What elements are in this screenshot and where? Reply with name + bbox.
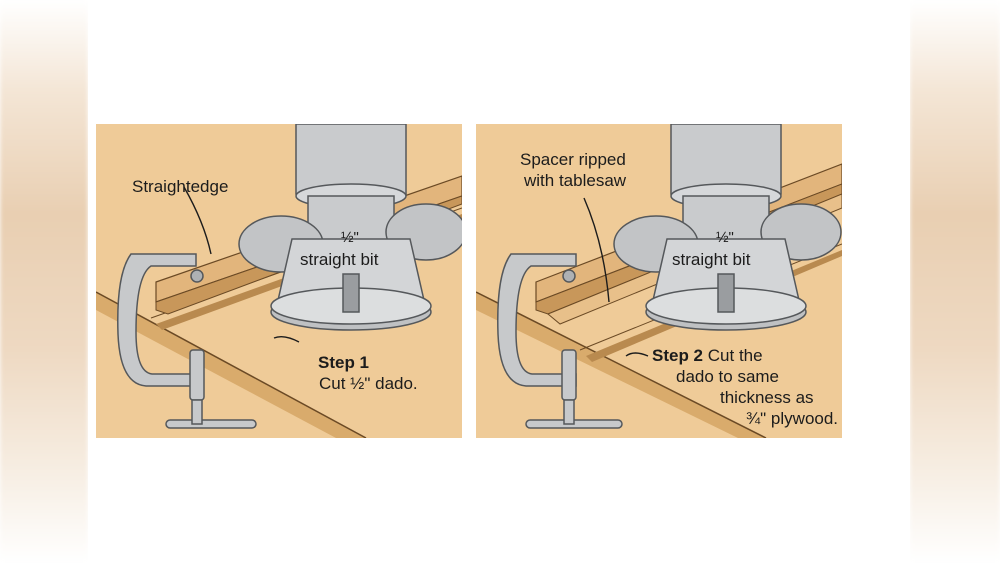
- router: [238, 124, 462, 331]
- step-2-text-line-4: ¾" plywood.: [746, 409, 839, 428]
- router: [613, 124, 842, 331]
- blurred-background-right: [910, 0, 1000, 563]
- step-1-illustration: [96, 124, 462, 438]
- panel-step-1: Straightedge ½" straight bit Step 1 Cut …: [96, 124, 462, 438]
- step-2-illustration: [476, 124, 842, 438]
- c-clamp: [117, 253, 257, 429]
- blurred-background-left: [0, 0, 88, 563]
- c-clamp: [497, 253, 623, 429]
- straight-bit: [717, 273, 735, 313]
- spacer-label-line-2: with tablesaw: [524, 171, 627, 190]
- bit-name-label: straight bit: [672, 250, 751, 269]
- panel-step-2: Spacer ripped with tablesaw ½" straight …: [476, 124, 842, 438]
- straight-bit: [342, 273, 360, 313]
- bit-size-label: ½": [716, 229, 734, 246]
- step-2-text-line-1: Cut the: [707, 346, 763, 365]
- step-1-text: Cut ½" dado.: [319, 374, 418, 393]
- step-2-title: Step 2 Cut the: [652, 346, 763, 365]
- step-2-text-line-2: dado to same: [676, 367, 780, 386]
- spacer-label-line-1: Spacer ripped: [520, 150, 626, 169]
- straightedge-label: Straightedge: [132, 177, 229, 196]
- bit-name-label: straight bit: [300, 250, 379, 269]
- bit-size-label: ½": [341, 229, 359, 246]
- step-1-title: Step 1: [318, 353, 370, 372]
- step-2-text-line-3: thickness as: [720, 388, 814, 407]
